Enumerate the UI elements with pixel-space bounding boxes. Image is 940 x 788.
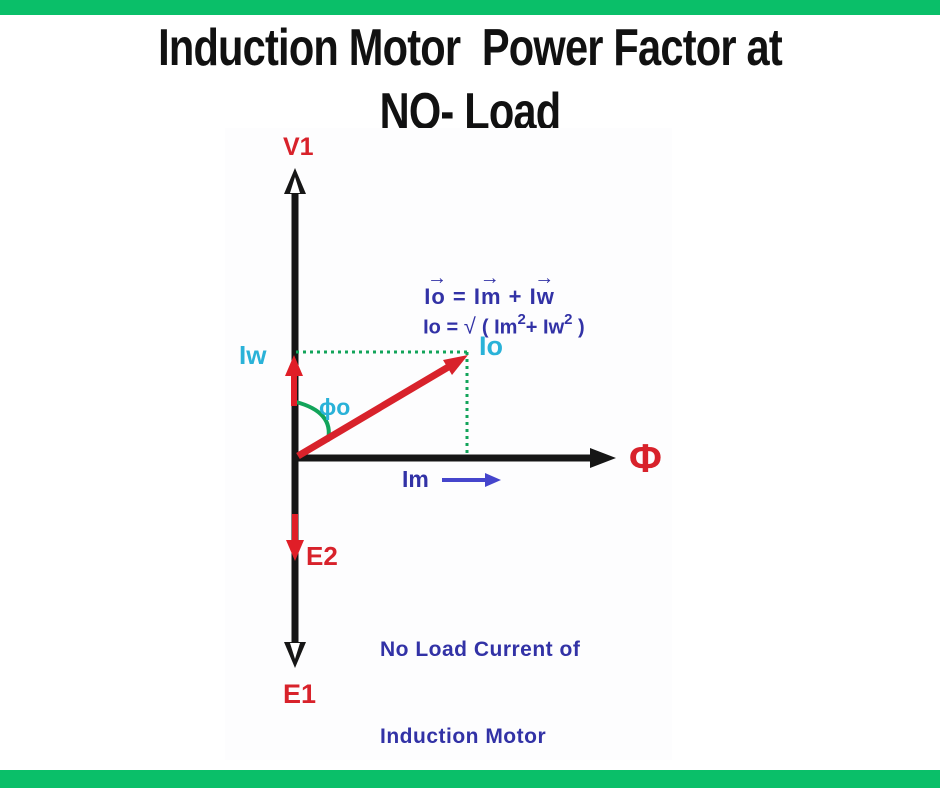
eq2-plus-term: + Iw [525, 316, 565, 339]
vector-arrow-icon: → [534, 267, 555, 289]
caption-line-2: Induction Motor [380, 725, 547, 748]
label-iw: Iw [239, 340, 267, 370]
label-io: Io [479, 331, 503, 361]
top-border-bar [0, 0, 940, 15]
eq2-exponent-1: 2 [517, 311, 526, 328]
no-load-caption: No Load Current of Induction Motor [380, 577, 580, 780]
eq1-plus: + [501, 284, 530, 309]
e2-vector-arrowhead [286, 540, 304, 561]
vector-arrow-icon: → [427, 267, 448, 289]
im-direction-arrowhead [485, 473, 501, 487]
label-im: Im [402, 466, 429, 492]
eq2-lead: Io = [423, 316, 464, 339]
eq1-equals: = [445, 284, 474, 309]
caption-line-1: No Load Current of [380, 638, 581, 661]
io-vector-arrowhead [443, 355, 468, 375]
label-e2: E2 [306, 541, 338, 571]
title-line-1: Induction Motor Power Factor at [158, 19, 783, 77]
formula-scalar-equation: Io = √ ( Im2+ Iw2 ) [412, 290, 585, 340]
eq2-exponent-2: 2 [564, 311, 573, 328]
formula-vector-equation: →Io = →Im + →Iw [410, 244, 555, 310]
iw-vector-arrowhead [285, 355, 303, 376]
io-vector-line [296, 362, 452, 460]
label-phi-axis: Φ [629, 437, 662, 481]
phi-axis-arrowhead [590, 448, 616, 468]
label-v1: V1 [283, 133, 314, 161]
eq1-im: →Im [474, 267, 502, 310]
vector-arrow-icon: → [479, 267, 500, 289]
radical-sign: √ [463, 313, 482, 339]
eq1-iw: →Iw [530, 267, 555, 310]
eq1-io: →Io [424, 267, 447, 310]
label-angle-phio: ϕo [319, 394, 351, 420]
e1-arrowhead-notch [290, 643, 300, 659]
eq2-close: ) [572, 316, 585, 339]
v1-arrowhead-notch [290, 177, 300, 193]
eq2-open: ( Im [481, 316, 518, 339]
bottom-border-bar [0, 770, 940, 788]
label-e1: E1 [283, 679, 317, 709]
